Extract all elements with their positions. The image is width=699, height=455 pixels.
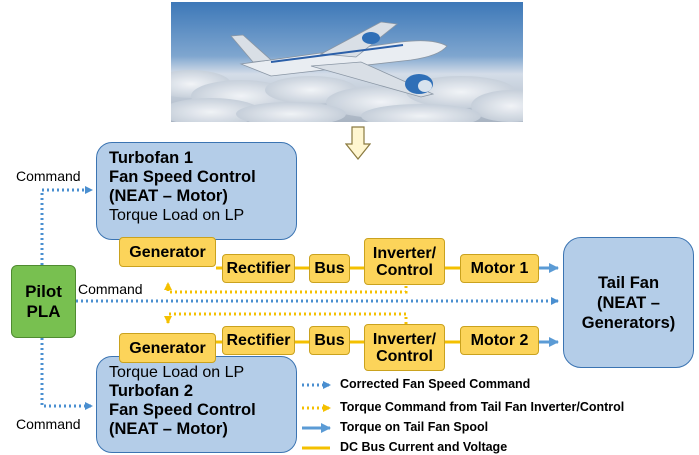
inverter-2-line1: Inverter/ [372, 330, 437, 348]
motor-2: Motor 2 [460, 326, 539, 355]
turbofan-2-box: Torque Load on LP Turbofan 2 Fan Speed C… [96, 356, 297, 453]
tail-fan-line1: Tail Fan [597, 273, 660, 292]
tail-fan-line3: Generators) [581, 313, 676, 332]
inverter-1-line1: Inverter/ [372, 244, 437, 262]
inverter-control-1: Inverter/ Control [364, 238, 445, 285]
legend-item-dc-bus: DC Bus Current and Voltage [340, 440, 508, 454]
tail-fan-box: Tail Fan (NEAT – Generators) [563, 237, 694, 368]
turbofan-2-line2: Fan Speed Control [109, 401, 256, 419]
turbofan-2-line3: (NEAT – Motor) [109, 420, 228, 438]
turbofan-1-title: Turbofan 1 [109, 149, 194, 167]
airplane-photo [171, 2, 523, 122]
turbofan-1-torque: Torque Load on LP [109, 207, 245, 224]
command-line-top [40, 186, 93, 265]
inverter-control-2: Inverter/ Control [364, 324, 445, 371]
legend-item-torque-spool: Torque on Tail Fan Spool [340, 420, 489, 434]
pilot-label: Pilot [25, 281, 62, 301]
command-label-bottom: Command [16, 416, 81, 432]
turbofan-2-torque: Torque Load on LP [109, 364, 245, 381]
torque-cmd-line-2 [164, 312, 408, 324]
inverter-2-line2: Control [376, 347, 433, 365]
rectifier-2: Rectifier [222, 326, 295, 355]
command-label-top: Command [16, 168, 81, 184]
generator-2: Generator [119, 333, 216, 363]
rectifier-1: Rectifier [222, 254, 295, 283]
bus-1: Bus [309, 254, 350, 283]
command-label-middle: Command [78, 281, 143, 297]
pla-label: PLA [26, 301, 61, 321]
bus-2: Bus [309, 326, 350, 355]
turbofan-1-box: Turbofan 1 Fan Speed Control (NEAT – Mot… [96, 142, 297, 240]
command-line-bottom [40, 338, 93, 410]
down-arrow-icon [345, 126, 371, 160]
pilot-pla-box: Pilot PLA [11, 265, 76, 338]
legend-item-torque-command: Torque Command from Tail Fan Inverter/Co… [340, 400, 625, 414]
turbofan-1-line3: (NEAT – Motor) [109, 187, 228, 205]
motor-1: Motor 1 [460, 254, 539, 283]
legend-item-command: Corrected Fan Speed Command [340, 377, 531, 391]
inverter-1-line2: Control [376, 261, 433, 279]
tail-fan-line2: (NEAT – [597, 293, 660, 312]
generator-1: Generator [119, 237, 216, 267]
turbofan-2-title: Turbofan 2 [109, 382, 194, 400]
turbofan-1-line2: Fan Speed Control [109, 168, 256, 186]
